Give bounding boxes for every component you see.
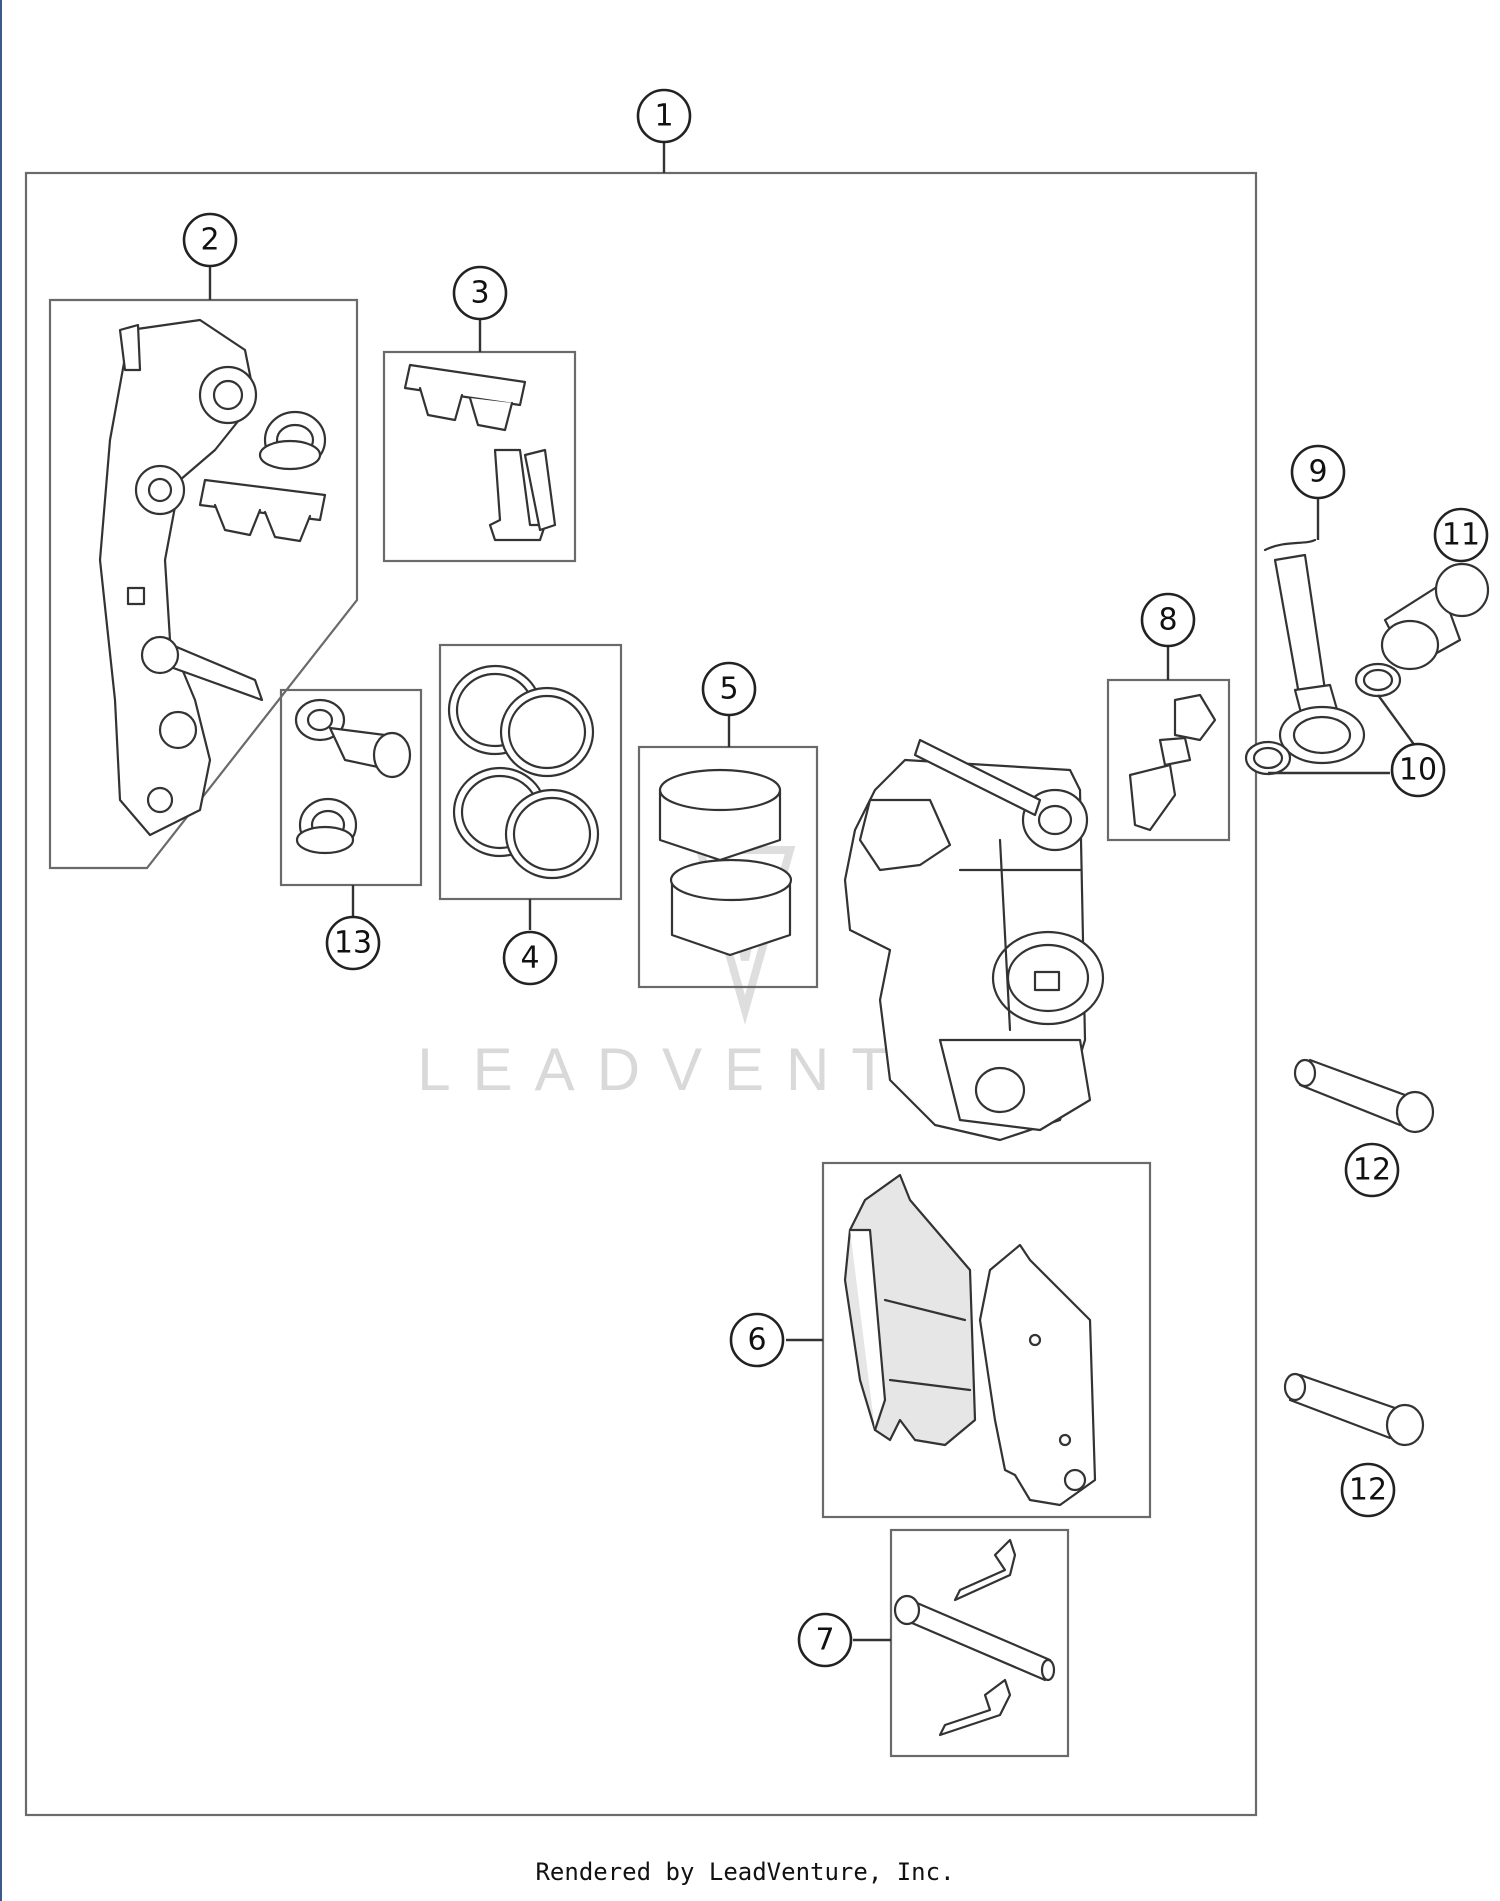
callout-7: 7 (797, 1612, 853, 1668)
callout-3: 3 (452, 265, 508, 321)
callout-4: 4 (502, 930, 558, 986)
brake-pad-inner-icon (843, 1173, 977, 1447)
left-edge-border (0, 0, 2, 1901)
guide-pin-boot-icon (295, 797, 358, 855)
callout-10: 10 (1390, 742, 1446, 798)
bracket-clip-icon (198, 478, 327, 543)
svg-text:4: 4 (520, 941, 539, 976)
callout-13: 13 (325, 915, 381, 971)
callout-12-top: 12 (1344, 1142, 1400, 1198)
svg-text:1: 1 (654, 99, 673, 134)
bracket-boot-icon (258, 410, 327, 471)
callout-2: 2 (182, 212, 238, 268)
callout-6: 6 (729, 1312, 785, 1368)
guide-pin-bolt-icon (294, 698, 412, 779)
callout-8: 8 (1140, 592, 1196, 648)
brake-caliper-body-icon (843, 738, 1105, 1142)
callout-5: 5 (701, 661, 757, 717)
svg-text:13: 13 (334, 926, 372, 961)
piston-seal-rings-icon (447, 664, 600, 880)
callout-11: 11 (1433, 507, 1489, 563)
assembly-frame (24, 171, 1258, 1817)
pad-pin-clip-top-icon (953, 1538, 1017, 1602)
svg-text:12: 12 (1349, 1473, 1387, 1508)
svg-text:3: 3 (470, 276, 489, 311)
callout-9: 9 (1290, 444, 1346, 500)
svg-text:11: 11 (1442, 518, 1480, 553)
svg-text:9: 9 (1308, 455, 1327, 490)
banjo-bolt-icon (1380, 562, 1490, 671)
caliper-pistons-icon (658, 768, 793, 957)
svg-text:5: 5 (719, 672, 738, 707)
svg-text:6: 6 (747, 1323, 766, 1358)
callout-1: 1 (636, 88, 692, 144)
pad-spring-clip-icon (403, 363, 527, 432)
brake-hose-icon (1263, 538, 1366, 765)
caliper-bracket-icon (98, 318, 264, 837)
svg-text:7: 7 (815, 1623, 834, 1658)
sealing-washers-icon (1244, 662, 1402, 776)
brake-pad-outer-icon (978, 1243, 1097, 1507)
pad-retainer-icon (488, 448, 557, 542)
caliper-mount-bolt-bottom-icon (1283, 1372, 1425, 1447)
part-2-box (48, 298, 359, 870)
callout-12-bottom: 12 (1340, 1462, 1396, 1518)
pad-pin-icon (893, 1594, 1056, 1682)
leader-10b (1377, 694, 1419, 751)
svg-text:2: 2 (200, 223, 219, 258)
footer-credit: Rendered by LeadVenture, Inc. (535, 1858, 954, 1886)
svg-text:10: 10 (1399, 753, 1437, 788)
svg-text:12: 12 (1353, 1153, 1391, 1188)
caliper-mount-bolt-top-icon (1293, 1058, 1435, 1134)
part-7-box (889, 1528, 1070, 1758)
pad-pin-clip-bottom-icon (938, 1678, 1012, 1737)
bleeder-valve-icon (1128, 693, 1217, 832)
part-13-box (279, 688, 423, 887)
svg-text:8: 8 (1158, 603, 1177, 638)
